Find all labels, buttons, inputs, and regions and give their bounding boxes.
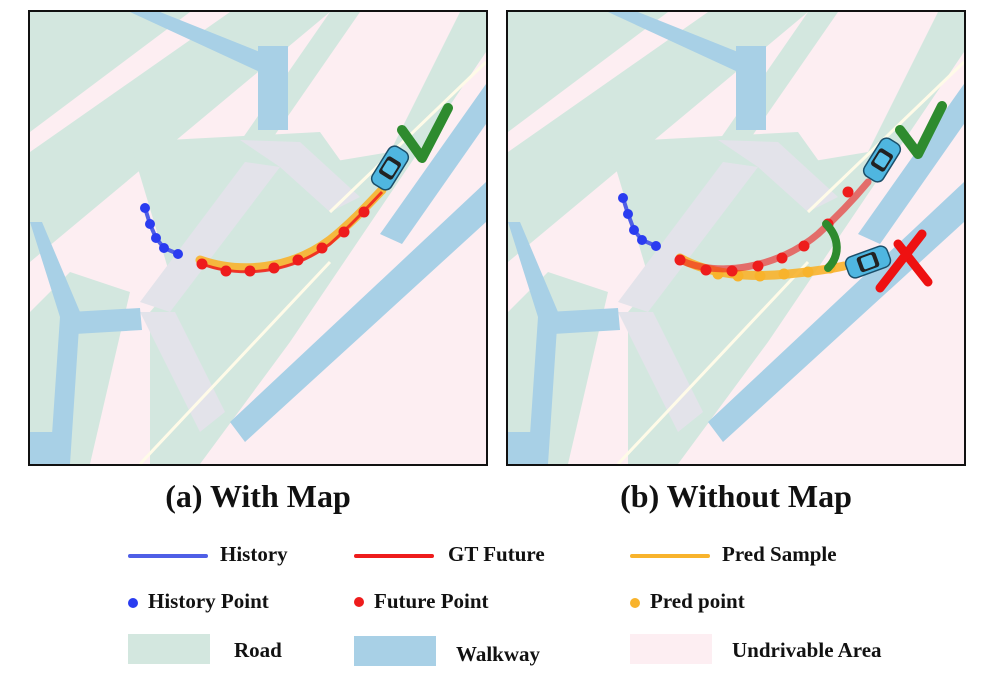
history-points — [618, 193, 661, 251]
car-icon — [862, 137, 902, 183]
map-canvas — [508, 12, 964, 464]
pred-point-swatch — [630, 598, 640, 608]
walkway — [30, 12, 486, 464]
future-points — [196, 206, 370, 277]
road-swatch — [128, 634, 210, 664]
crosswalk — [618, 140, 838, 432]
legend-undrivable: Undrivable Area — [732, 638, 882, 662]
gt-future-trajectory — [676, 178, 872, 273]
check-mark-icon — [895, 101, 947, 159]
legend-history: History — [220, 542, 288, 566]
legend-pred-point: Pred point — [650, 589, 745, 613]
legend-pred-sample: Pred Sample — [722, 542, 837, 566]
legend-history-point: History Point — [148, 589, 269, 613]
map-panel-with-map — [28, 10, 488, 466]
future-point-swatch — [354, 597, 364, 607]
caption-with-map: (a) With Map — [165, 478, 351, 514]
car-icon — [844, 245, 892, 279]
legend-future-point: Future Point — [374, 589, 489, 613]
map-canvas — [30, 12, 486, 464]
car-icon — [370, 145, 410, 191]
history-point-swatch — [128, 598, 138, 608]
legend-gt-future: GT Future — [448, 542, 545, 566]
pred-sample-line-swatch — [630, 554, 710, 558]
map-panel-without-map — [506, 10, 966, 466]
cross-mark-icon — [875, 229, 933, 293]
walkway-swatch — [354, 636, 436, 666]
gt-future-line-swatch — [354, 554, 434, 558]
caption-without-map: (b) Without Map — [620, 478, 852, 514]
history-points — [140, 203, 183, 259]
legend-walkway: Walkway — [456, 642, 541, 666]
history-line-swatch — [128, 554, 208, 558]
legend-road: Road — [234, 638, 282, 662]
crosswalk — [140, 140, 360, 432]
check-mark-icon — [397, 103, 453, 163]
undrivable-swatch — [630, 634, 712, 664]
divergence-arc-icon — [822, 220, 841, 272]
